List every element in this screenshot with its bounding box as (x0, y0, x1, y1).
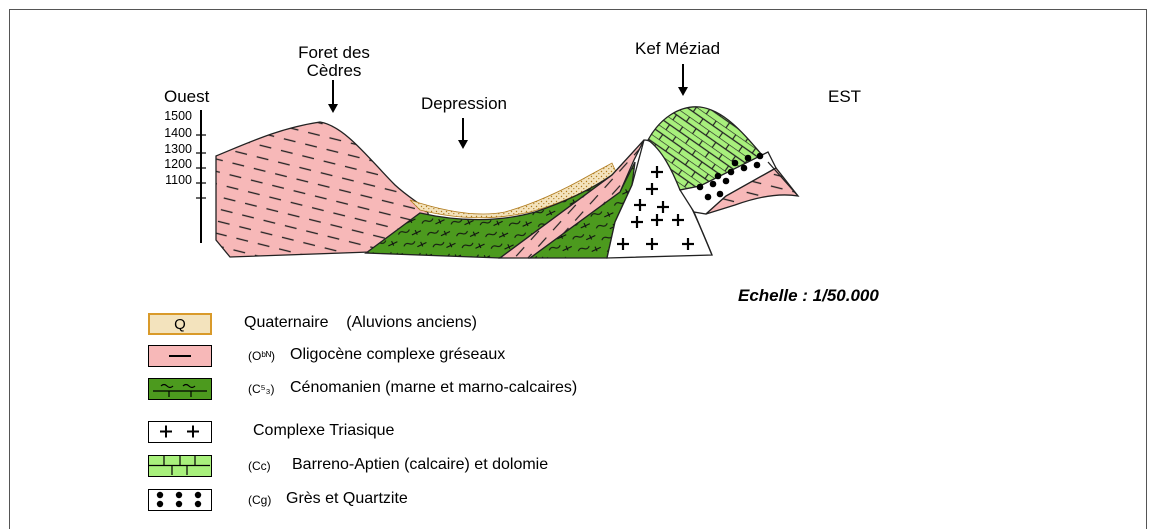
legend-item-triasique: Complexe Triasique (148, 421, 748, 445)
legend-text-gres-quartzite: Grès et Quartzite (286, 490, 408, 508)
legend-text-quaternaire: Quaternaire (Aluvions anciens) (244, 314, 477, 332)
legend-code-cenomanien: (C⁵₃) (248, 382, 275, 396)
swatch-cenomanien (148, 378, 212, 400)
legend-code-oligocene: (Oᵇᴺ) (248, 349, 275, 363)
swatch-gres-quartzite (148, 489, 212, 511)
swatch-oligocene (148, 345, 212, 367)
tick-1400: 1400 (164, 126, 192, 140)
foret-label-line1: Foret des (290, 43, 378, 63)
tick-1100: 1100 (165, 173, 192, 187)
legend-item-oligocene: (Oᵇᴺ) Oligocène complexe gréseaux (148, 345, 748, 369)
legend-item-gres-quartzite: (Cg) Grès et Quartzite (148, 489, 748, 513)
kef-label: Kef Méziad (635, 39, 720, 59)
swatch-triasique (148, 421, 212, 443)
legend-item-cenomanien: (C⁵₃) Cénomanien (marne et marno-calcair… (148, 378, 748, 402)
location-arrows (328, 64, 688, 149)
legend-item-quaternaire: Q Quaternaire (Aluvions anciens) (148, 313, 748, 337)
legend-text-triasique: Complexe Triasique (253, 422, 394, 440)
legend-text-barreno-aptien: Barreno-Aptien (calcaire) et dolomie (292, 456, 548, 474)
altitude-tick-labels: 1500 1400 1300 1200 1100 (130, 0, 192, 220)
tick-1500: 1500 (164, 109, 192, 123)
depression-label: Depression (421, 94, 507, 114)
tick-1300: 1300 (164, 142, 192, 156)
foret-label-line2: Cèdres (290, 61, 378, 81)
legend-code-gres-quartzite: (Cg) (248, 493, 271, 507)
swatch-barreno-aptien (148, 455, 212, 477)
swatch-quaternaire: Q (148, 313, 212, 335)
swatch-q-text: Q (174, 316, 186, 333)
scale-label: Echelle : 1/50.000 (738, 286, 879, 306)
altitude-axis (196, 110, 206, 243)
tick-1200: 1200 (164, 157, 192, 171)
est-label: EST (828, 87, 861, 107)
legend-code-barreno-aptien: (Cc) (248, 459, 271, 473)
legend-text-oligocene: Oligocène complexe gréseaux (290, 346, 505, 364)
legend-item-barreno-aptien: (Cc) Barreno-Aptien (calcaire) et dolomi… (148, 455, 748, 479)
legend-text-cenomanien: Cénomanien (marne et marno-calcaires) (290, 379, 577, 397)
